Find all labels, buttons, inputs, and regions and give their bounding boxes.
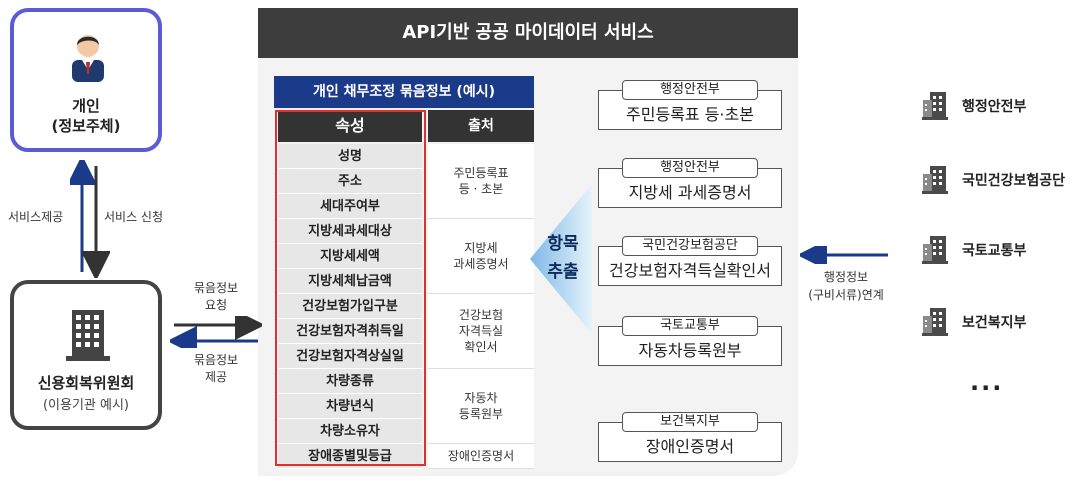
person-box: 개인 (정보주체) [10,8,162,152]
attr-row: 지방세과세대상 [278,219,422,244]
bundle-provide-line1: 묶음정보 [193,353,239,367]
attr-row: 세대주여부 [278,194,422,219]
service-request-label: 서비스 신청 [104,210,164,224]
link-label-line1: 행정정보 [823,270,869,284]
attr-row: 주소 [278,169,422,194]
source-cell: 건강보험 자격득실 확인서 [428,294,534,369]
source-cell: 자동차 등록원부 [428,369,534,444]
bundle-request-line2: 요청 [204,298,228,312]
document-name: 지방세 과세증명서 [628,183,752,202]
document-agency-tag: 보건복지부 [622,412,758,432]
bundle-request-label: 묶음정보 요청 [184,280,248,314]
bundle-request-line1: 묶음정보 [193,281,239,295]
document-agency-tag: 행정안전부 [622,80,758,100]
extract-line2: 추출 [547,262,579,282]
source-cell: 지방세 과세증명서 [428,219,534,294]
building-icon [922,234,948,268]
service-provide-label: 서비스제공 [8,210,64,224]
bundle-provide-line2: 제공 [204,370,228,384]
building-icon [66,310,110,361]
attr-row: 건강보험자격상실일 [278,344,422,369]
document-agency-tag: 국토교통부 [622,316,758,336]
attr-highlight-frame [275,110,426,466]
building-icon [922,164,948,198]
agency-label: 행정안전부 [962,99,1027,115]
building-icon [922,90,948,124]
attr-row: 차량년식 [278,394,422,419]
more-agencies: ... [970,368,1004,396]
extract-arrow-icon [530,184,592,334]
panel-header: API기반 공공 마이데이터 서비스 [258,8,798,58]
agency-label: 보건복지부 [962,315,1027,331]
attr-row: 건강보험가입구분 [278,294,422,319]
person-icon [72,35,104,82]
document-name: 자동차등록원부 [638,341,742,360]
attr-row: 차량소유자 [278,419,422,444]
bundle-provide-label: 묶음정보 제공 [184,352,248,386]
document-name: 건강보험자격득실확인서 [609,261,771,280]
extract-line1: 항목 [547,234,579,254]
agency-label: 국민건강보험공단 [962,173,1066,189]
source-cell: 장애인증명서 [428,444,534,469]
person-name-line2: (정보주체) [51,117,121,135]
attr-column-header: 속성 [278,110,422,142]
source-cell: 주민등록표 등 · 초본 [428,144,534,219]
attr-row: 성명 [278,144,422,169]
attr-row: 지방세세액 [278,244,422,269]
bundle-table-title: 개인 채무조정 묶음정보 (예시) [274,76,534,108]
extract-label: 항목 추출 [540,230,586,286]
link-arrow [800,246,888,264]
institution-sub: (이용기관 예시) [42,398,130,413]
vertical-arrows [70,160,110,278]
link-label: 행정정보 (구비서류)연계 [794,268,898,304]
agency-label: 국토교통부 [962,243,1027,259]
institution-box: 신용회복위원회 (이용기관 예시) [10,280,162,430]
person-name-line1: 개인 [72,97,100,115]
source-column-header: 출처 [428,110,534,142]
building-icon [922,306,948,340]
attr-row: 지방세체납금액 [278,269,422,294]
document-name: 주민등록표 등·초본 [626,105,754,124]
link-label-line2: (구비서류)연계 [808,288,884,302]
bundle-arrows [170,316,262,348]
attr-row: 건강보험자격취득일 [278,319,422,344]
document-agency-tag: 국민건강보험공단 [622,236,758,256]
document-name: 장애인증명서 [645,437,735,456]
institution-name: 신용회복위원회 [37,374,135,392]
document-agency-tag: 행정안전부 [622,158,758,178]
attr-row: 차량종류 [278,369,422,394]
